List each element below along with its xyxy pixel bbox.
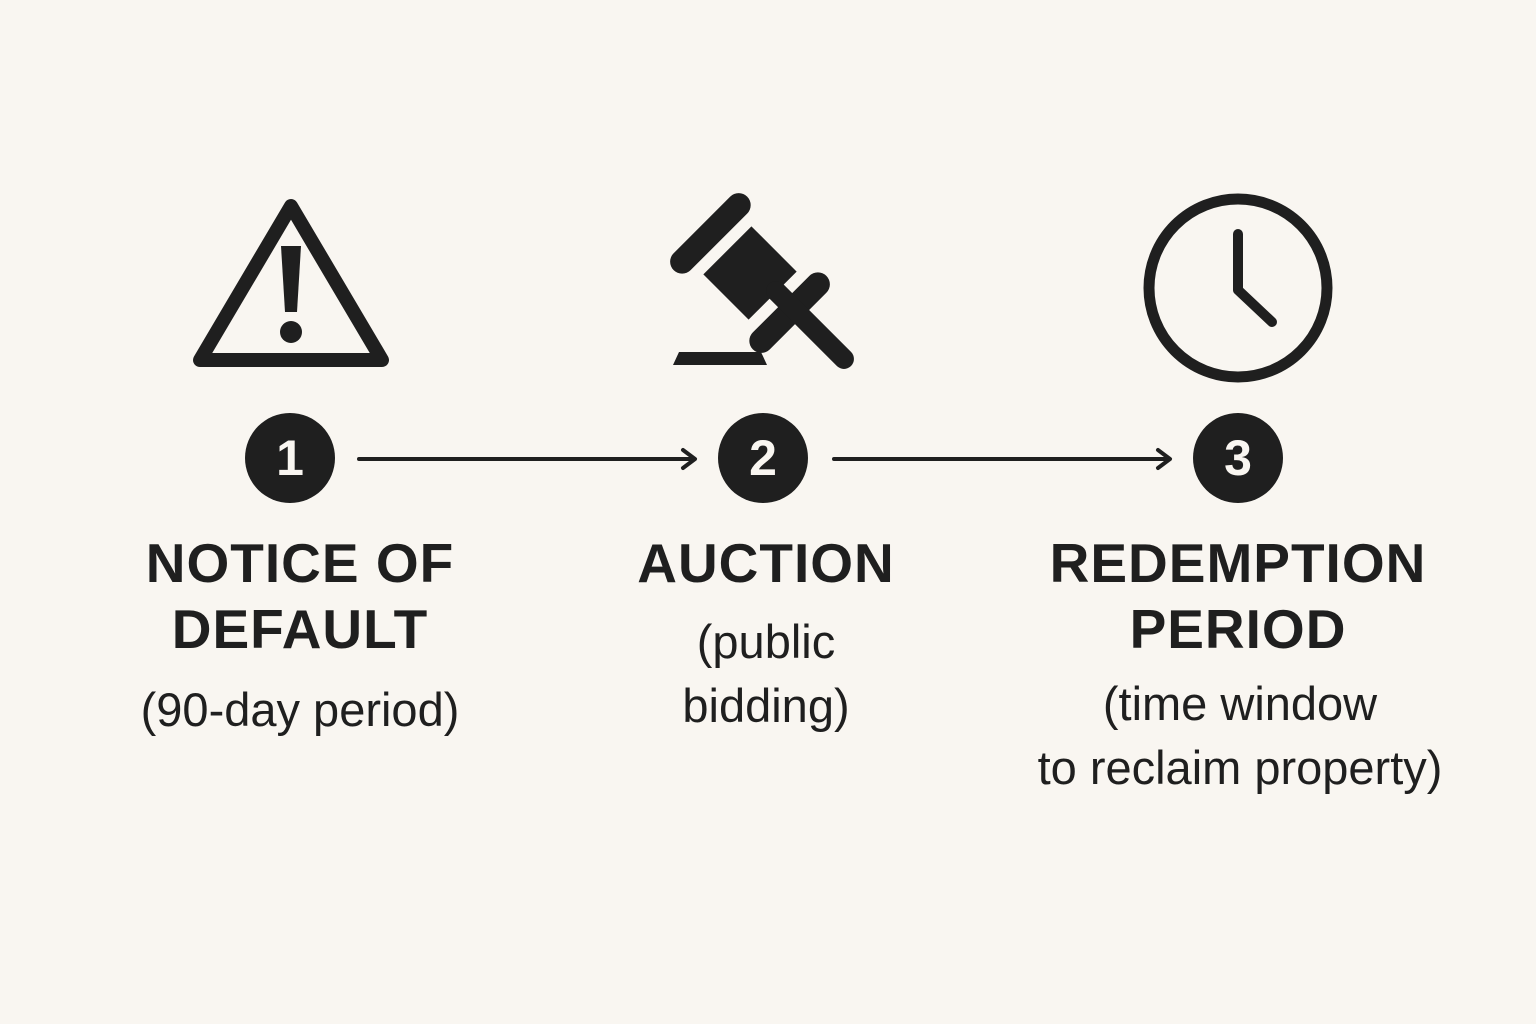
arrow-right-icon <box>832 448 1172 470</box>
step-2-badge: 2 <box>718 413 808 503</box>
step-2-description-line: bidding) <box>682 679 850 732</box>
arrow-right-icon <box>357 448 697 470</box>
step-2-title-line: AUCTION <box>637 532 895 594</box>
step-3-badge: 3 <box>1193 413 1283 503</box>
step-3-title: REDEMPTION PERIOD <box>1018 530 1458 662</box>
step-1-title-line: NOTICE OF <box>145 532 455 594</box>
step-1-badge: 1 <box>245 413 335 503</box>
step-2-title: AUCTION <box>566 530 966 596</box>
gavel-icon <box>670 193 854 369</box>
clock-icon <box>1143 193 1333 383</box>
step-2-description-line: (public <box>696 615 836 668</box>
warning-triangle-icon <box>193 199 389 367</box>
step-3-title-line: REDEMPTION <box>1049 532 1427 594</box>
step-3-description-line: (time window <box>1102 677 1378 730</box>
step-3-description: (time window to reclaim property) <box>1000 672 1480 800</box>
step-1-description-line: (90-day period) <box>140 683 460 736</box>
step-1-title: NOTICE OF DEFAULT <box>100 530 500 662</box>
step-3-description-line: to reclaim property) <box>1037 741 1443 794</box>
step-1-title-line: DEFAULT <box>171 598 429 660</box>
step-1-description: (90-day period) <box>80 678 520 742</box>
step-2-description: (public bidding) <box>566 610 966 738</box>
step-3-title-line: PERIOD <box>1129 598 1347 660</box>
